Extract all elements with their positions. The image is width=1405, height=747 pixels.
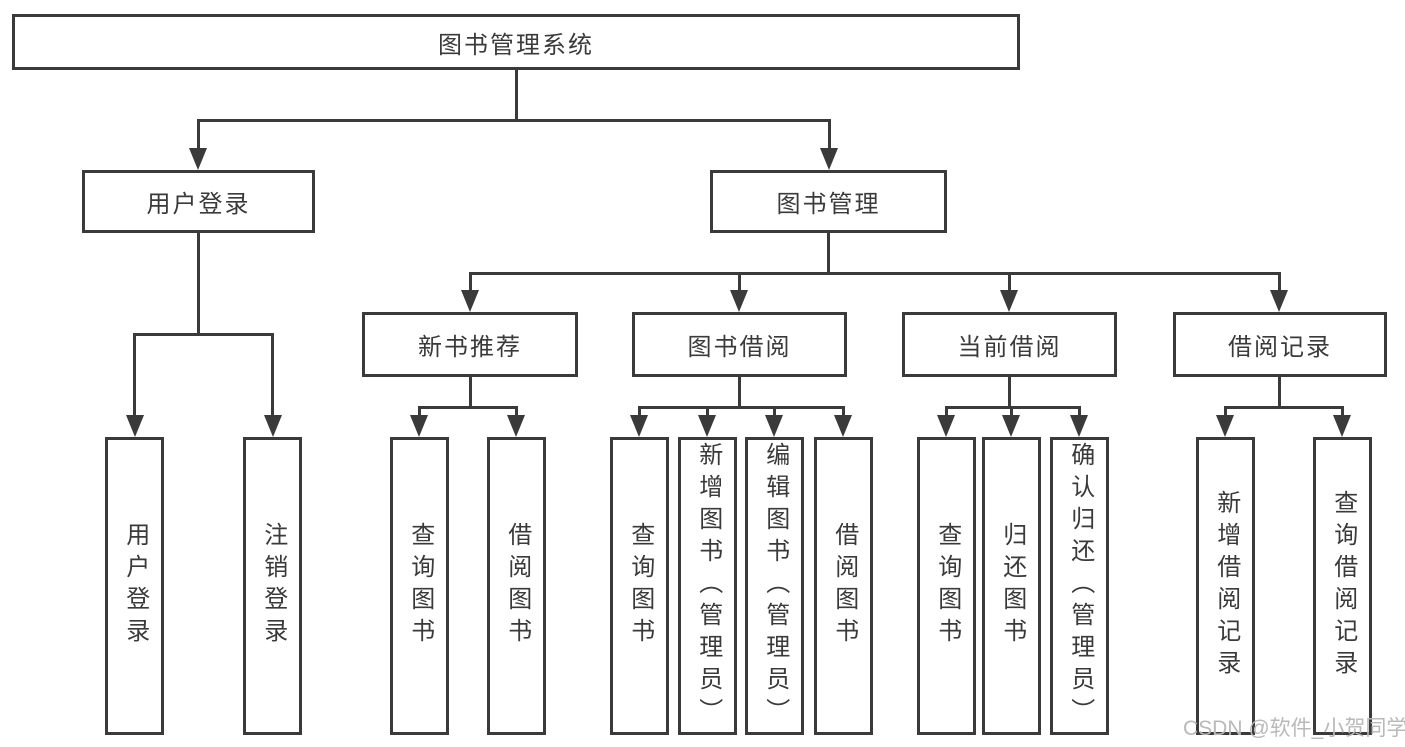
leaf-nb-query-books: 查询图书	[390, 437, 449, 735]
connector-vline	[738, 272, 741, 293]
arrowhead-down-icon	[461, 290, 479, 312]
leaf-label: 新增借阅记录	[1212, 490, 1240, 682]
leaf-label: 查询图书	[406, 522, 434, 650]
connector-vline	[1078, 406, 1081, 418]
connector-vline	[197, 233, 200, 336]
connector-vline	[1010, 406, 1013, 418]
connector-vline	[827, 233, 830, 275]
arrowhead-down-icon	[1000, 290, 1018, 312]
connector-vline	[638, 406, 641, 418]
arrowhead-down-icon	[410, 415, 428, 437]
leaf-label: 编辑图书（管理员）	[761, 442, 789, 730]
connector-vline	[1224, 406, 1227, 418]
leaf-bb-add-book-admin: 新增图书（管理员）	[678, 437, 737, 735]
leaf-cb-query-books: 查询图书	[917, 437, 976, 735]
connector-hline	[945, 406, 1081, 409]
connector-vline	[1278, 377, 1281, 409]
node-user-login-label: 用户登录	[146, 191, 251, 218]
connector-hline	[418, 406, 518, 409]
arrowhead-down-icon	[1333, 415, 1351, 437]
connector-vline	[1008, 272, 1011, 293]
connector-hline	[197, 119, 831, 122]
leaf-label: 借阅图书	[830, 522, 858, 650]
node-book-management-label: 图书管理	[776, 191, 881, 218]
leaf-label: 归还图书	[998, 522, 1026, 650]
arrowhead-down-icon	[730, 290, 748, 312]
connector-vline	[738, 377, 741, 409]
leaf-nb-borrow-books: 借阅图书	[487, 437, 546, 735]
arrowhead-down-icon	[1216, 415, 1234, 437]
connector-hline	[1224, 406, 1344, 409]
arrowhead-down-icon	[630, 415, 648, 437]
connector-vline	[271, 333, 274, 418]
connector-vline	[197, 119, 200, 151]
leaf-logout: 注销登录	[243, 437, 302, 735]
node-new-book-recommend: 新书推荐	[362, 312, 578, 377]
node-current-borrow: 当前借阅	[902, 312, 1117, 377]
arrowhead-down-icon	[126, 415, 144, 437]
connector-vline	[515, 406, 518, 418]
leaf-br-query-record: 查询借阅记录	[1313, 437, 1372, 735]
leaf-label: 查询图书	[933, 522, 961, 650]
connector-vline	[773, 406, 776, 418]
connector-hline	[638, 406, 844, 409]
node-book-management: 图书管理	[710, 170, 947, 233]
node-borrow-records: 借阅记录	[1173, 312, 1387, 377]
connector-vline	[842, 406, 845, 418]
connector-vline	[1278, 272, 1281, 293]
node-root: 图书管理系统	[12, 14, 1020, 70]
connector-vline	[1341, 406, 1344, 418]
arrowhead-down-icon	[1270, 290, 1288, 312]
leaf-label: 确认归还（管理员）	[1066, 442, 1094, 730]
arrowhead-down-icon	[834, 415, 852, 437]
arrowhead-down-icon	[765, 415, 783, 437]
leaf-cb-return-book: 归还图书	[982, 437, 1041, 735]
leaf-label: 用户登录	[121, 522, 149, 650]
connector-vline	[418, 406, 421, 418]
arrowhead-down-icon	[507, 415, 525, 437]
connector-vline	[828, 119, 831, 151]
leaf-label: 借阅图书	[503, 522, 531, 650]
leaf-bb-edit-book-admin: 编辑图书（管理员）	[745, 437, 804, 735]
arrowhead-down-icon	[1070, 415, 1088, 437]
node-root-label: 图书管理系统	[438, 31, 594, 59]
connector-vline	[133, 333, 136, 418]
leaf-label: 查询图书	[626, 522, 654, 650]
arrowhead-down-icon	[937, 415, 955, 437]
node-borrow-records-label: 借阅记录	[1228, 334, 1332, 361]
leaf-br-add-record: 新增借阅记录	[1196, 437, 1255, 735]
connector-hline	[469, 272, 1281, 275]
leaf-label: 注销登录	[259, 522, 287, 650]
arrowhead-down-icon	[1002, 415, 1020, 437]
node-user-login: 用户登录	[82, 170, 315, 233]
leaf-cb-confirm-return-admin: 确认归还（管理员）	[1050, 437, 1109, 735]
connector-hline	[133, 333, 274, 336]
arrowhead-down-icon	[264, 415, 282, 437]
connector-vline	[706, 406, 709, 418]
arrowhead-down-icon	[698, 415, 716, 437]
leaf-bb-borrow-books: 借阅图书	[814, 437, 873, 735]
connector-vline	[469, 377, 472, 409]
node-book-borrow: 图书借阅	[632, 312, 847, 377]
connector-vline	[1008, 377, 1011, 409]
leaf-bb-query-books: 查询图书	[610, 437, 669, 735]
arrowhead-down-icon	[189, 148, 207, 170]
leaf-label: 查询借阅记录	[1329, 490, 1357, 682]
leaf-user-login: 用户登录	[105, 437, 164, 735]
connector-vline	[515, 70, 518, 122]
connector-vline	[945, 406, 948, 418]
node-book-borrow-label: 图书借阅	[687, 334, 792, 361]
leaf-label: 新增图书（管理员）	[694, 442, 722, 730]
arrowhead-down-icon	[820, 148, 838, 170]
node-new-book-recommend-label: 新书推荐	[418, 334, 522, 361]
watermark: CSDN @软件_小贺同学	[1183, 717, 1405, 740]
node-current-borrow-label: 当前借阅	[957, 334, 1062, 361]
connector-vline	[469, 272, 472, 293]
